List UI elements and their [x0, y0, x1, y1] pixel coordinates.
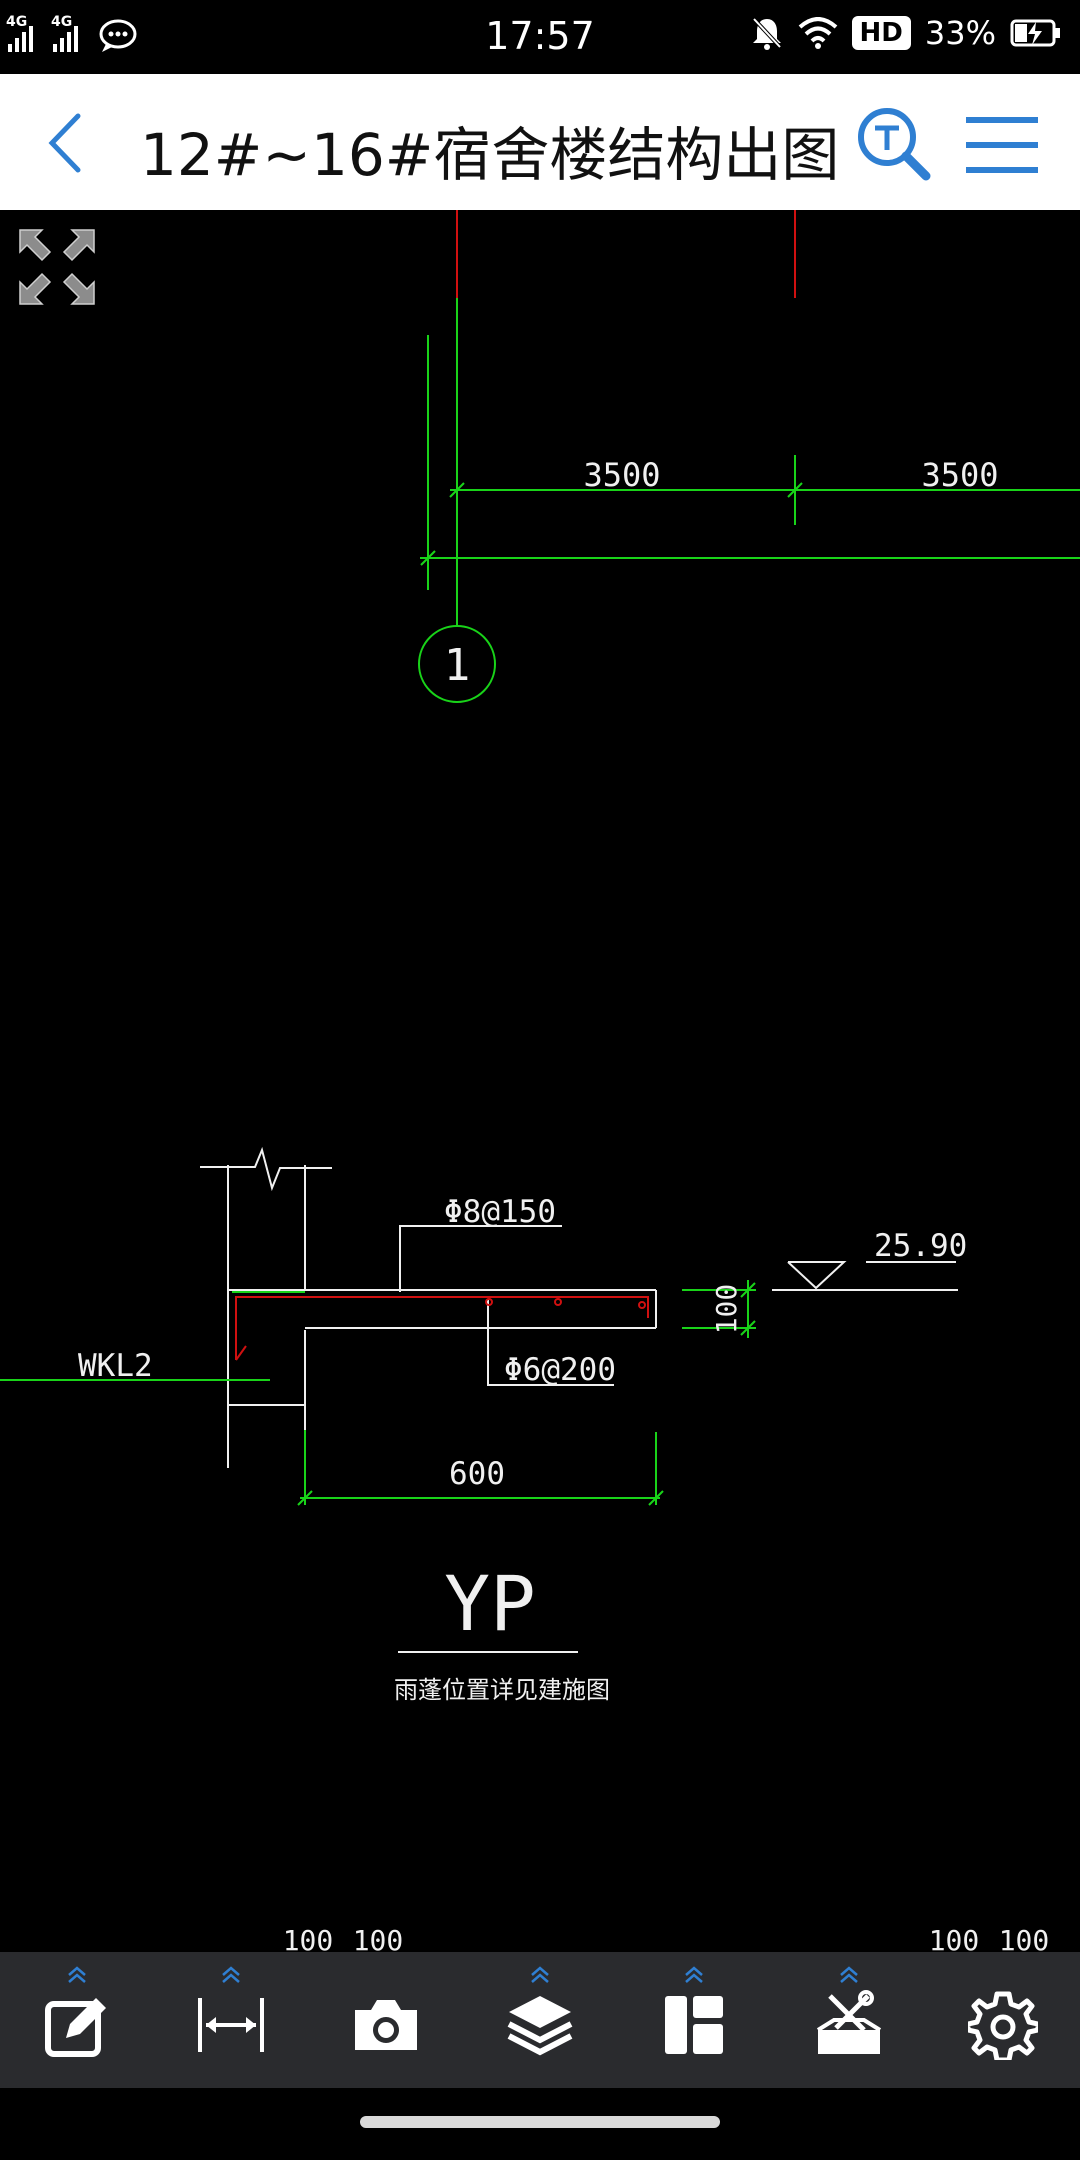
- bottom-dimension-label: 100: [283, 1924, 334, 1952]
- message-icon: [99, 19, 137, 52]
- section-dimension-lines: [0, 1280, 756, 1506]
- home-gesture-bar[interactable]: [360, 2116, 720, 2128]
- back-button[interactable]: [36, 108, 96, 178]
- toolbox-icon: [816, 1990, 881, 2054]
- rebar-lines: [235, 1296, 649, 1361]
- elevation-label: 25.90: [874, 1228, 967, 1264]
- settings-button[interactable]: [948, 1960, 1058, 2080]
- signal-icon: 4G: [6, 14, 33, 52]
- rebar-label-bottom: Φ6@200: [504, 1352, 616, 1388]
- mute-bell-icon: [752, 17, 781, 50]
- gear-icon: [967, 1991, 1038, 2060]
- expand-up-icon: [685, 1966, 704, 1983]
- bottom-dimension-label: 100: [999, 1924, 1050, 1952]
- drawing-title: 12#~16#宿舍楼结构出图: [140, 121, 840, 189]
- expand-up-icon: [222, 1966, 241, 1983]
- measure-distance-icon: [198, 1998, 265, 2052]
- measure-button[interactable]: [176, 1960, 286, 2080]
- thickness-label: 100: [710, 1284, 743, 1335]
- layout-icon: [665, 1996, 724, 2054]
- status-right: HD 33%: [750, 14, 1062, 52]
- rebar-label-top: Φ8@150: [444, 1194, 556, 1230]
- bottom-toolbar: [0, 1952, 1080, 2088]
- grid-axis-label: 1: [444, 640, 471, 691]
- annotate-button[interactable]: [22, 1960, 132, 2080]
- expand-up-icon: [839, 1966, 858, 1983]
- camera-icon: [354, 2000, 417, 2050]
- battery-percent: 33%: [924, 14, 996, 52]
- network-type: 4G: [6, 14, 28, 30]
- clock: 17:57: [485, 14, 595, 58]
- beam-label: WKL2: [78, 1348, 153, 1384]
- width-dimension-label: 600: [449, 1456, 505, 1492]
- bottom-dimension-label: 100: [929, 1924, 980, 1952]
- fit-screen-button[interactable]: [16, 226, 98, 308]
- detail-title: YP: [444, 1559, 536, 1648]
- expand-up-icon: [531, 1966, 549, 1983]
- expand-up-icon: [68, 1966, 86, 1983]
- tools-button[interactable]: [794, 1960, 904, 2080]
- layout-button[interactable]: [639, 1960, 749, 2080]
- grid-dimension-group: [418, 210, 1080, 703]
- cad-drawing-canvas[interactable]: 3500 3500 1: [0, 210, 1080, 1952]
- canopy-section-detail: [200, 1146, 958, 1653]
- battery-charging-icon: [1010, 19, 1060, 47]
- status-left: 4G 4G: [6, 14, 138, 54]
- menu-button[interactable]: [962, 110, 1042, 180]
- hd-badge: HD: [851, 16, 911, 50]
- wifi-icon: [798, 17, 837, 49]
- detail-note: 雨蓬位置详见建施图: [394, 1676, 610, 1704]
- layers-icon: [507, 1996, 573, 2056]
- system-nav-bar: [0, 2088, 1080, 2160]
- signal-icon: 4G: [51, 14, 78, 52]
- network-type: 4G: [51, 14, 73, 30]
- dimension-label: 3500: [583, 456, 660, 494]
- layers-button[interactable]: [485, 1960, 595, 2080]
- screenshot-button[interactable]: [331, 1960, 441, 2080]
- bottom-dimension-label: 100: [353, 1924, 404, 1952]
- dimension-label: 3500: [921, 456, 998, 494]
- status-bar: 4G 4G 17:57 HD 33%: [0, 0, 1080, 74]
- edit-note-icon: [45, 1998, 107, 2057]
- app-header: 12#~16#宿舍楼结构出图: [0, 74, 1080, 212]
- text-search-button[interactable]: [854, 104, 934, 184]
